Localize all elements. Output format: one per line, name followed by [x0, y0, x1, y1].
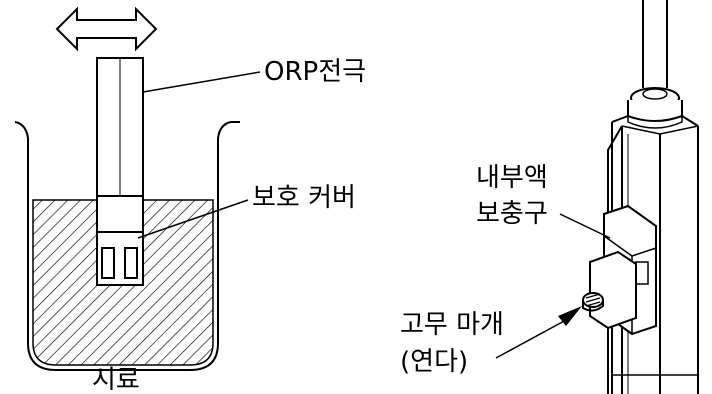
stopper-label-line1: 고무 마개: [400, 310, 504, 340]
stopper-label-line2: (연다): [400, 347, 468, 377]
rubber-stopper: [582, 250, 637, 330]
right-figure: 내부액 보충구 고무 마개 (연다): [400, 0, 699, 394]
port-label-line1: 내부액: [476, 163, 548, 193]
electrode-cap: [627, 87, 683, 129]
double-arrow-icon: [55, 6, 158, 52]
arrow-head-icon: [558, 306, 582, 326]
left-figure: ORP전극 보호 커버 시료: [14, 6, 366, 394]
orp-electrode: [96, 57, 144, 233]
port-label-line2: 보충구: [476, 199, 548, 229]
cover-label: 보호 커버: [252, 183, 356, 213]
electrode-cable: [642, 0, 668, 88]
sample-label: 시료: [92, 365, 140, 394]
protective-cover: [96, 231, 144, 286]
electrode-leader-line: [142, 71, 261, 93]
electrode-label: ORP전극: [264, 57, 366, 87]
stopper-arrow: [495, 306, 582, 359]
port-leader-line: [559, 213, 611, 239]
beaker: [14, 121, 240, 371]
cover-leader-line: [137, 199, 249, 239]
